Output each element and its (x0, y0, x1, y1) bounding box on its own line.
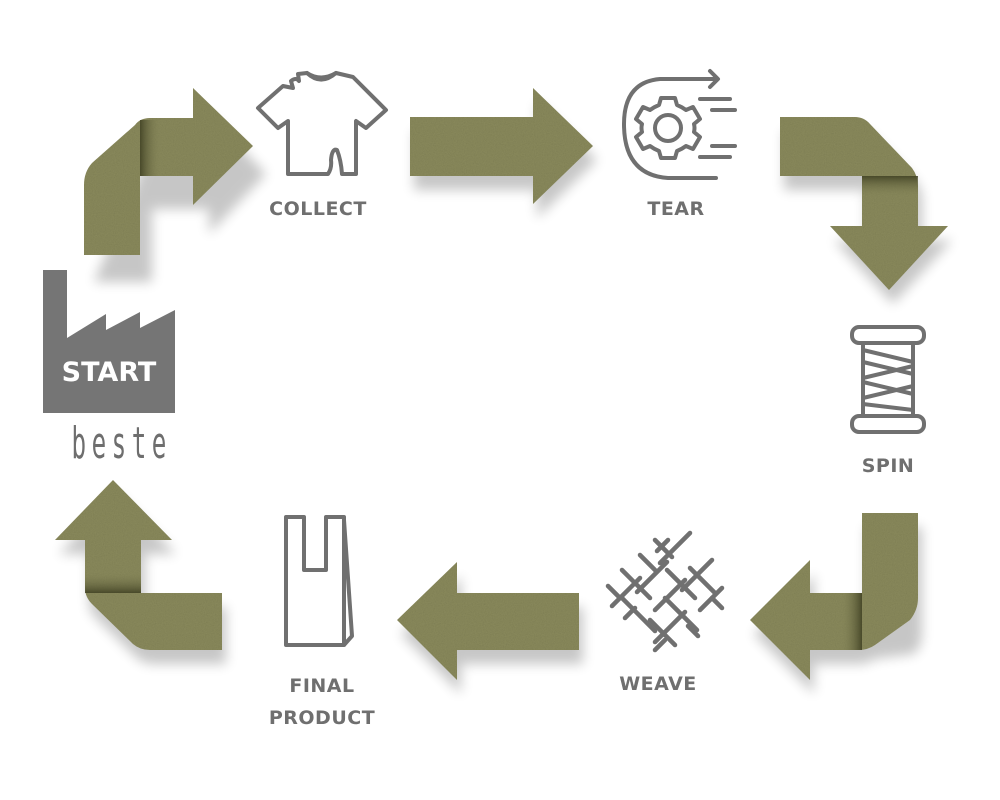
arrow-fold-shade (85, 571, 141, 593)
arrow-spin-to-weave (750, 513, 922, 694)
arrow-fold-shade (840, 593, 862, 650)
step-label-final-line1: FINAL (289, 675, 355, 697)
arrow-start-to-collect (84, 88, 266, 282)
arrow-shape (55, 480, 222, 650)
arrow-shape (410, 88, 593, 204)
arrow-collect-to-tear (410, 88, 597, 218)
woven-fabric-icon (605, 530, 725, 653)
arrow-tear-to-spin (780, 117, 952, 304)
torn-tshirt-icon (256, 71, 388, 176)
arrow-shape (84, 88, 253, 255)
factory-icon (43, 270, 175, 413)
step-label-final-product: FINAL PRODUCT (252, 670, 392, 734)
step-label-final-line2: PRODUCT (268, 707, 376, 729)
thread-spool-icon (850, 325, 926, 434)
arrow-shape (397, 562, 579, 680)
arrow-shape (750, 513, 918, 680)
shopping-bag-icon (284, 515, 354, 647)
step-label-collect: COLLECT (269, 198, 367, 220)
arrow-shape (780, 117, 948, 290)
brand-logo-text: beste (71, 418, 172, 469)
step-label-spin: SPIN (861, 455, 915, 477)
step-label-weave: WEAVE (619, 673, 697, 695)
arrow-final-to-start (55, 480, 226, 664)
start-label: START (61, 357, 157, 388)
arrow-weave-to-final (397, 562, 583, 694)
step-label-tear: TEAR (647, 198, 705, 220)
arrow-fold-shade (862, 176, 918, 198)
gear-motion-icon (622, 69, 737, 180)
arrow-fold-shade (140, 120, 162, 176)
